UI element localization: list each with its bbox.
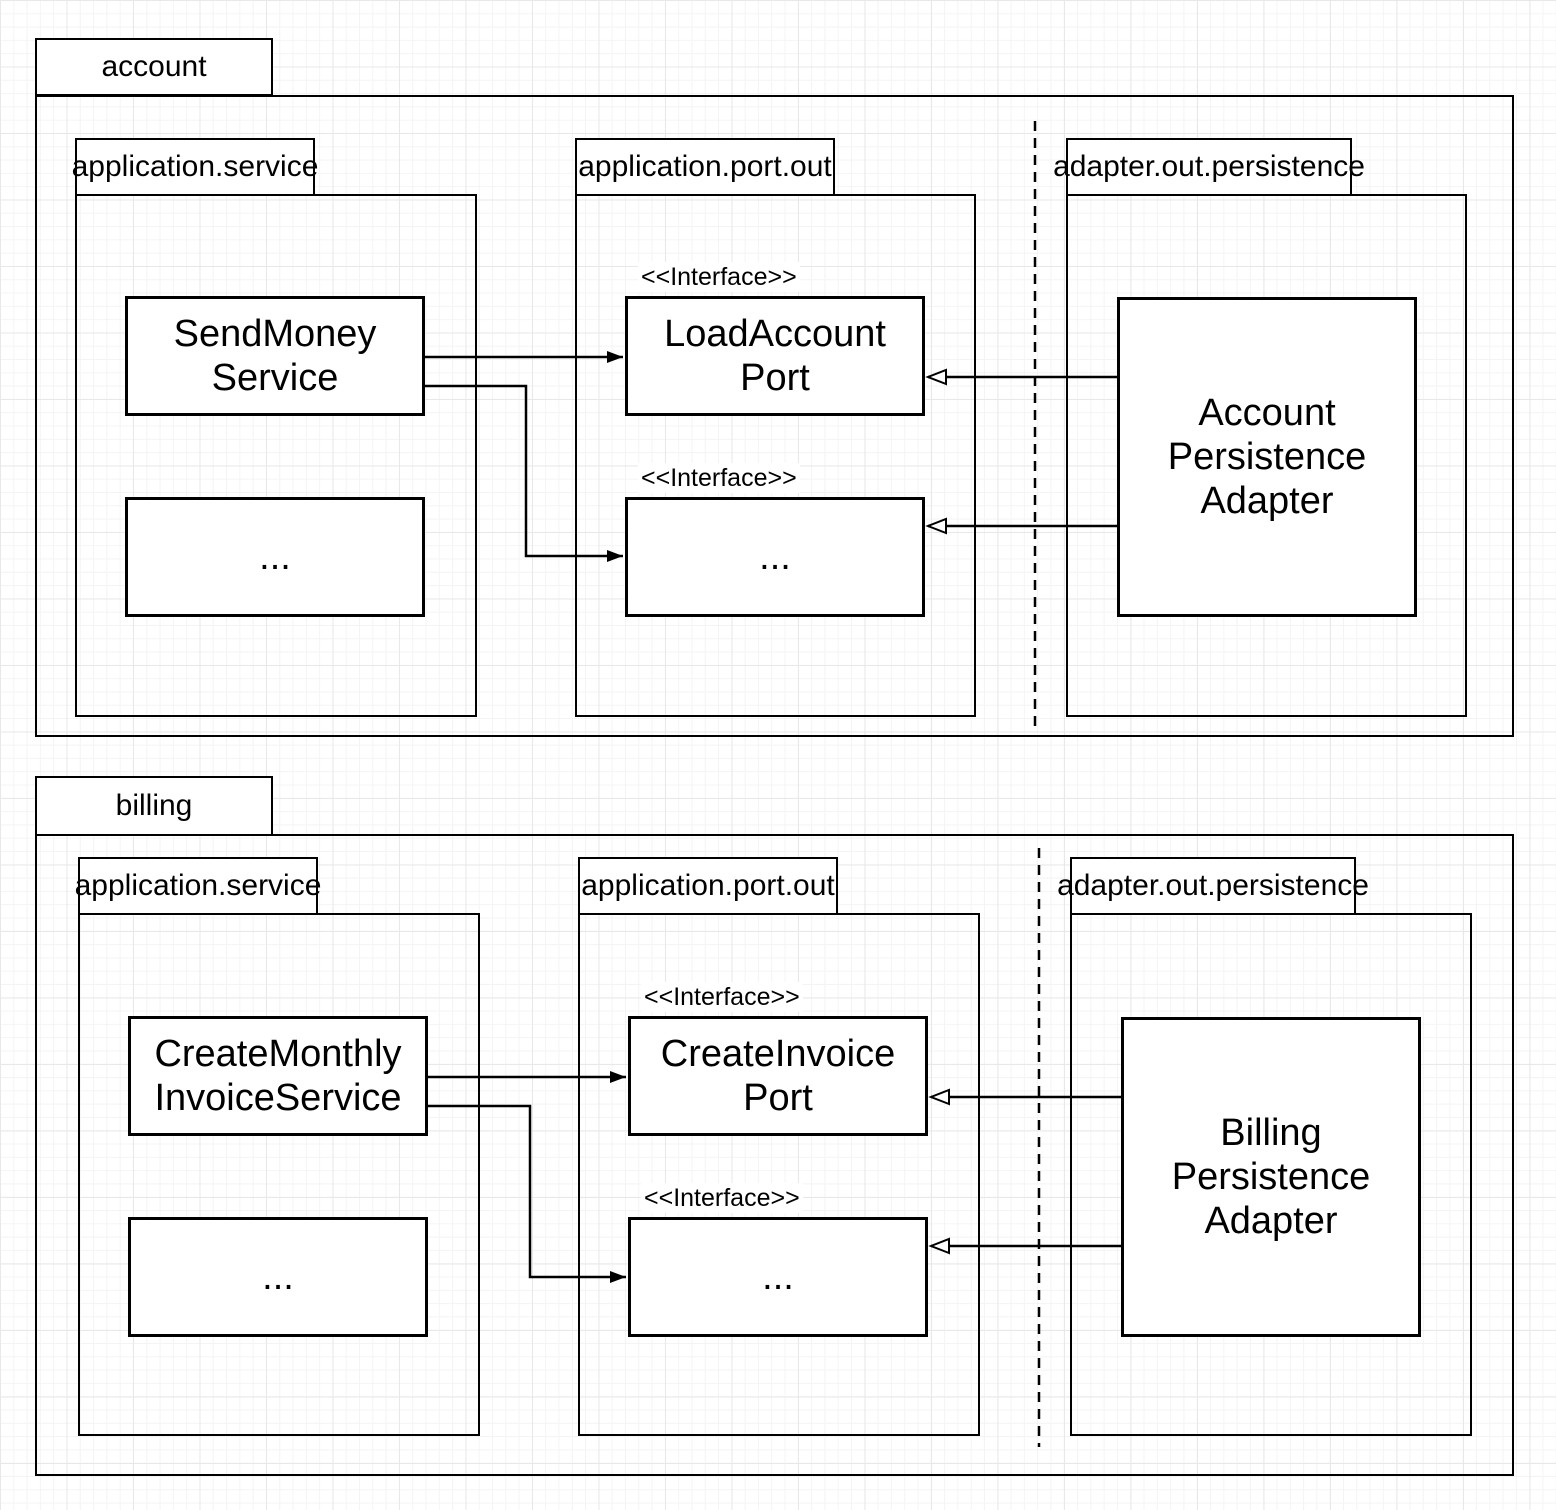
account-application-port-out-tab[interactable]: application.port.out [575,138,835,196]
sendmoney-service-box[interactable]: SendMoney Service [125,296,425,416]
billing-application-port-out-label: application.port.out [581,869,835,902]
billing-adapter-out-persistence-tab[interactable]: adapter.out.persistence [1057,857,1369,915]
account-persistence-adapter-label: Account Persistence Adapter [1167,391,1367,523]
account-adapter-out-persistence-label: adapter.out.persistence [1053,150,1365,183]
account-package-tab[interactable]: account [35,38,273,96]
billing-persistence-adapter-box[interactable]: Billing Persistence Adapter [1121,1017,1421,1337]
account-application-service-tab[interactable]: application.service [72,138,318,196]
sendmoney-to-ellipsis-port-arrow[interactable] [425,384,623,562]
billing-package-label: billing [115,789,193,822]
billing-application-port-out-tab[interactable]: application.port.out [578,857,838,915]
account-package-label: account [101,50,207,83]
account-ellipsis-port-stereotype: <<Interface>> [638,463,800,493]
load-account-port-stereotype: <<Interface>> [638,262,800,292]
account-application-port-out-label: application.port.out [578,150,832,183]
account-ellipsis-port-box[interactable]: ... [625,497,925,617]
create-monthly-invoice-service-label: CreateMonthly InvoiceService [154,1032,402,1119]
create-invoice-port-stereotype: <<Interface>> [641,982,803,1012]
account-persistence-adapter-box[interactable]: Account Persistence Adapter [1117,297,1417,617]
create-monthly-invoice-service-box[interactable]: CreateMonthly InvoiceService [128,1016,428,1136]
create-invoice-port-label: CreateInvoice Port [660,1032,896,1119]
account-ellipsis-service-box[interactable]: ... [125,497,425,617]
account-ellipsis-service-label: ... [259,535,291,578]
billing-package-tab[interactable]: billing [35,776,273,836]
billing-application-service-tab[interactable]: application.service [75,857,321,915]
billing-adapter-out-persistence-label: adapter.out.persistence [1057,869,1369,902]
billing-ellipsis-port-box[interactable]: ... [628,1217,928,1337]
createinvoiceservice-to-ellipsis-port-arrow[interactable] [428,1104,626,1283]
load-account-port-label: LoadAccount Port [664,312,886,399]
billing-ellipsis-port-stereotype: <<Interface>> [641,1183,803,1213]
account-adapter-out-persistence-tab[interactable]: adapter.out.persistence [1053,138,1365,196]
account-application-service-label: application.service [71,150,319,183]
billing-ellipsis-service-label: ... [262,1255,294,1298]
billing-persistence-adapter-label: Billing Persistence Adapter [1171,1111,1371,1243]
billing-application-service-label: application.service [74,869,322,902]
billing-ellipsis-port-label: ... [762,1255,794,1298]
billing-ellipsis-service-box[interactable]: ... [128,1217,428,1337]
sendmoney-service-label: SendMoney Service [173,312,377,399]
create-invoice-port-box[interactable]: CreateInvoice Port [628,1016,928,1136]
account-package-body[interactable] [35,95,1514,737]
account-ellipsis-port-label: ... [759,535,791,578]
billing-package-body[interactable] [35,834,1514,1476]
load-account-port-box[interactable]: LoadAccount Port [625,296,925,416]
